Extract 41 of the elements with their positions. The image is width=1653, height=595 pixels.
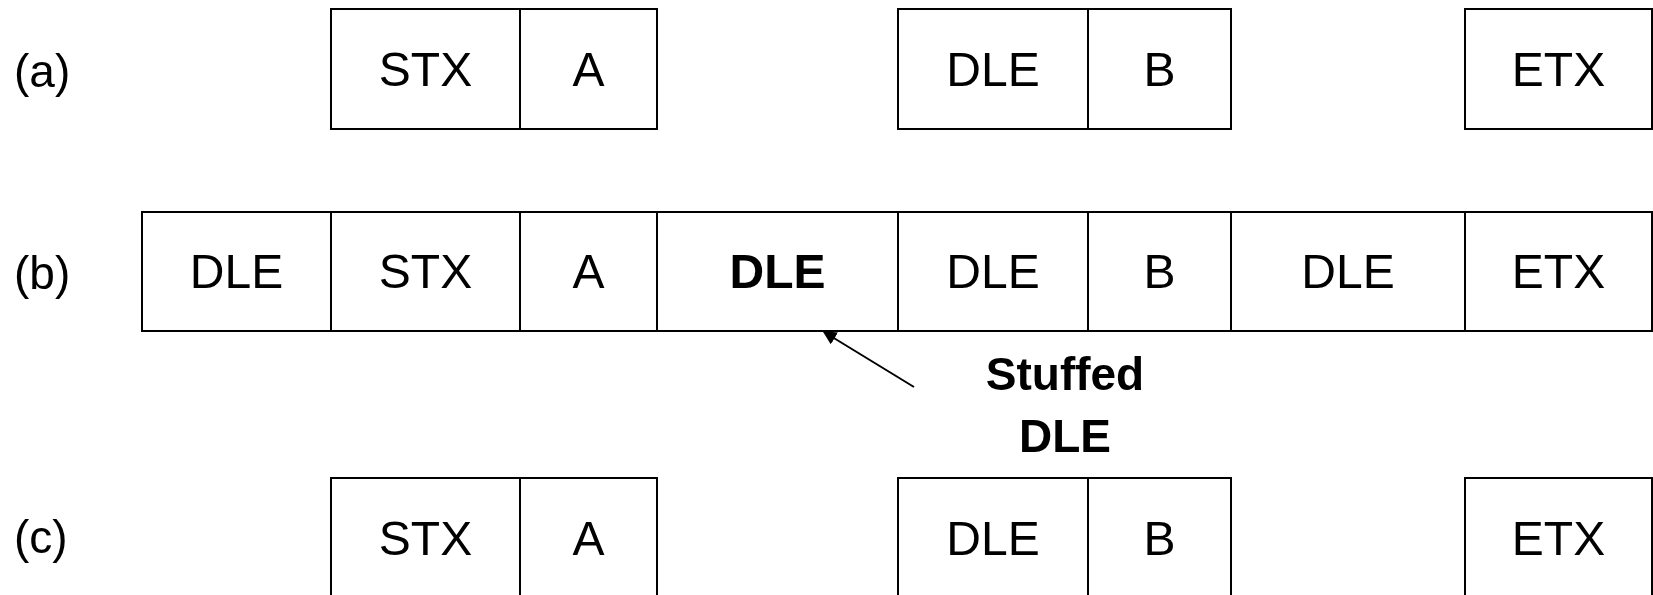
- field-cell: [1464, 477, 1653, 595]
- field-cell: [1087, 211, 1232, 332]
- field-cell: [1230, 211, 1466, 332]
- field-cell: [141, 211, 332, 332]
- field-cell: [897, 211, 1089, 332]
- field-label: A: [572, 510, 605, 566]
- field-cell: [330, 477, 521, 595]
- field-cell: [897, 8, 1089, 130]
- field-label: A: [572, 244, 605, 299]
- field-cell: [1464, 8, 1653, 130]
- field-label: B: [1143, 244, 1176, 299]
- row-label: (c): [14, 510, 68, 564]
- field-label: STX: [378, 41, 473, 97]
- field-label: B: [1143, 510, 1176, 566]
- field-label: DLE: [189, 244, 284, 299]
- row-label: (b): [14, 246, 71, 300]
- field-cell: [330, 211, 521, 332]
- field-label: DLE: [729, 244, 826, 299]
- field-label: DLE: [946, 41, 1040, 97]
- field-label: A: [572, 41, 605, 97]
- field-label: ETX: [1511, 41, 1606, 97]
- field-label: STX: [378, 244, 473, 299]
- field-cell: [519, 477, 658, 595]
- field-cell: [1464, 211, 1653, 332]
- field-label: DLE: [1301, 244, 1395, 299]
- field-cell: [897, 477, 1089, 595]
- field-cell: [1087, 8, 1232, 130]
- field-label: STX: [378, 510, 473, 566]
- field-label: B: [1143, 41, 1176, 97]
- field-label: ETX: [1511, 244, 1606, 299]
- row-label: (a): [14, 44, 71, 98]
- arrow: [822, 331, 915, 388]
- field-cell: [330, 8, 521, 130]
- field-cell: [1087, 477, 1232, 595]
- annotation-text: Stuffed DLE: [950, 343, 1180, 467]
- field-label: DLE: [946, 510, 1040, 566]
- field-cell: [656, 211, 899, 332]
- field-label: ETX: [1511, 510, 1606, 566]
- field-cell: [519, 8, 658, 130]
- field-cell: [519, 211, 658, 332]
- field-label: DLE: [946, 244, 1040, 299]
